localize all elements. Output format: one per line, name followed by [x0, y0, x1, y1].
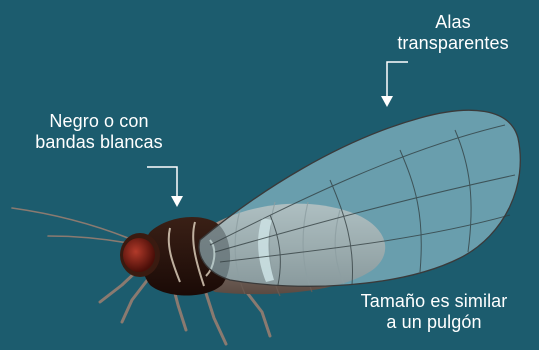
wings-leader-line [386, 61, 408, 100]
size-label-line2: a un pulgón [386, 312, 482, 332]
size-label-line1: Tamaño es similar [360, 291, 508, 311]
antennae [11, 207, 129, 244]
wings-label-line1: Alas [435, 12, 471, 32]
wings-label: Alas transparentes [373, 12, 533, 54]
leader-arrows [171, 96, 393, 207]
color-arrowhead-icon [171, 196, 183, 207]
color-label: Negro o con bandas blancas [18, 111, 180, 153]
leader-lines [147, 61, 408, 200]
color-leader-line [147, 166, 178, 200]
wing [198, 109, 521, 287]
wings-label-line2: transparentes [397, 33, 509, 53]
wing-veins [209, 124, 516, 286]
color-label-line2: bandas blancas [35, 132, 163, 152]
eye [123, 238, 155, 272]
size-label: Tamaño es similar a un pulgón [339, 291, 529, 333]
wings-arrowhead-icon [381, 96, 393, 107]
color-label-line1: Negro o con [49, 111, 149, 131]
